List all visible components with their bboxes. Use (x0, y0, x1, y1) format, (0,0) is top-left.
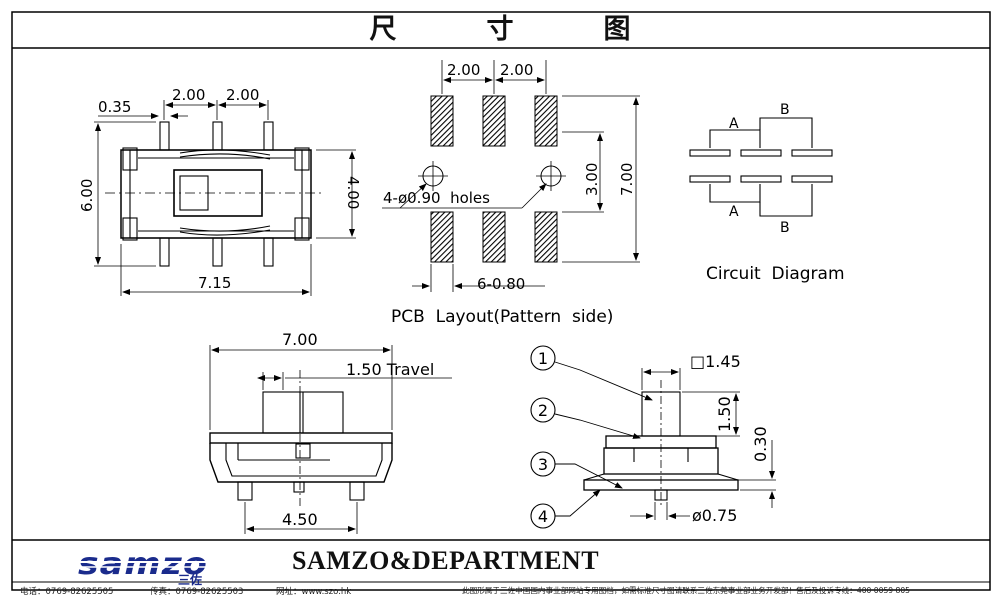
circuit-caption: Circuit Diagram (706, 264, 845, 284)
sheet-frame (11, 11, 991, 591)
dim-pitch-right: 2.00 (226, 86, 259, 104)
pcb-layout-drawing (382, 60, 640, 292)
dim-length: 7.15 (198, 274, 231, 292)
pcb-layout-dimensions: 2.00 2.00 3.00 7.00 4-ø0.90 holes 6-0.80… (383, 61, 636, 327)
footer-fax: 传真：0769-82625503 (150, 587, 244, 597)
brand-logo: samzo 三佐 (78, 547, 208, 587)
circuit-label-b-top: B (780, 102, 790, 118)
pcb-dim-holes: 4-ø0.90 holes (383, 189, 490, 207)
callout-1: 1 (538, 349, 548, 368)
logo-wordmark: samzo (78, 547, 208, 582)
dim-height: 6.00 (78, 179, 96, 212)
front-view-drawing (209, 345, 452, 534)
page-title: 尺寸图 (12, 12, 990, 48)
title-char-1: 尺 (369, 14, 399, 45)
top-view-dimensions: 0.35 2.00 2.00 6.00 4.00 7.15 (78, 86, 362, 292)
side-view-callouts: 1 2 3 4 (538, 349, 548, 526)
callout-2: 2 (538, 401, 548, 420)
dim-pitch-left: 2.00 (172, 86, 205, 104)
pcb-dim-pad-width: 6-0.80 (477, 275, 525, 293)
callout-4: 4 (538, 507, 548, 526)
callout-3: 3 (538, 455, 548, 474)
title-char-2: 寸 (486, 14, 516, 45)
logo-cn: 三佐 (178, 572, 202, 587)
company-name: SAMZO&DEPARTMENT (292, 546, 600, 575)
pcb-dim-pitch-right: 2.00 (500, 61, 533, 79)
circuit-label-a-bottom: A (729, 204, 739, 220)
side-view-dimensions: □1.45 1.50 0.30 ø0.75 (690, 352, 770, 525)
circuit-diagram (689, 117, 833, 217)
circuit-label-a-top: A (729, 116, 739, 132)
pcb-dim-pitch-left: 2.00 (447, 61, 480, 79)
circuit-label-b-bottom: B (780, 220, 790, 236)
side-dim-frame-height: 0.30 (751, 426, 770, 462)
footer-website: 网址：www.szo.hk (276, 587, 352, 597)
footer-notice: 此图形属于三佐中国国内事业部网站专用图档，如需标准尺寸图请联系三佐东莞事业部业务… (462, 586, 911, 595)
front-dim-pin-span: 4.50 (282, 510, 318, 529)
dim-body-height: 4.00 (344, 176, 362, 209)
pcb-dim-hole-spacing: 3.00 (583, 163, 601, 196)
side-view-drawing (530, 345, 776, 529)
pcb-dim-total-height: 7.00 (618, 163, 636, 196)
pcb-caption: PCB Layout(Pattern side) (391, 307, 613, 327)
dim-pin-width: 0.35 (98, 98, 131, 116)
side-dim-actuator-height: 1.50 (715, 396, 734, 432)
footer-phone: 电话：0769-82625505 (20, 587, 114, 597)
title-char-3: 图 (603, 14, 633, 45)
front-dim-travel: 1.50 Travel (346, 360, 434, 379)
side-dim-actuator-size: □1.45 (690, 352, 741, 371)
front-dim-length: 7.00 (282, 330, 318, 349)
side-dim-post-diameter: ø0.75 (692, 506, 737, 525)
circuit-labels: A B A B (729, 102, 790, 236)
top-view-drawing (94, 100, 356, 296)
front-view-dimensions: 7.00 1.50 Travel 4.50 (282, 330, 434, 529)
